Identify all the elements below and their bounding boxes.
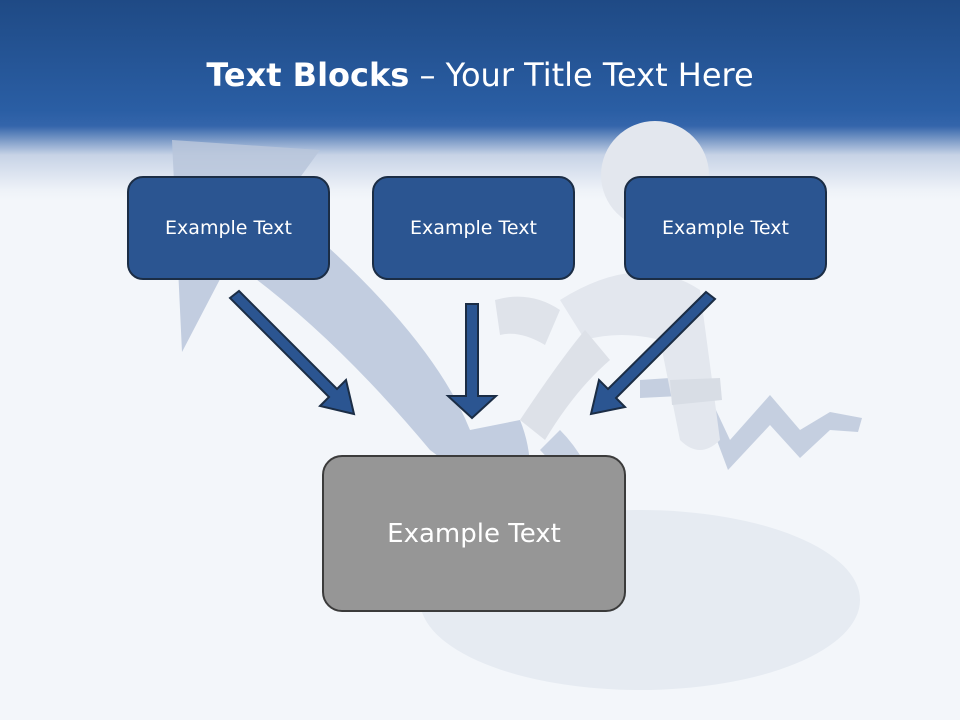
text-block-middle[interactable]: Example Text <box>372 176 575 280</box>
center-text-block-label: Example Text <box>387 518 561 549</box>
text-block-label: Example Text <box>410 217 537 239</box>
title-rest: – Your Title Text Here <box>409 56 754 94</box>
text-block-right[interactable]: Example Text <box>624 176 827 280</box>
text-block-label: Example Text <box>662 217 789 239</box>
text-block-label: Example Text <box>165 217 292 239</box>
page-title: Text Blocks – Your Title Text Here <box>0 54 960 96</box>
center-text-block[interactable]: Example Text <box>322 455 626 612</box>
header-band <box>0 0 960 200</box>
arrow-down-icon <box>445 303 499 420</box>
title-bold: Text Blocks <box>206 56 410 94</box>
arrow-down-left-icon <box>589 290 717 416</box>
text-block-left[interactable]: Example Text <box>127 176 330 280</box>
arrow-down-right-icon <box>228 289 356 416</box>
